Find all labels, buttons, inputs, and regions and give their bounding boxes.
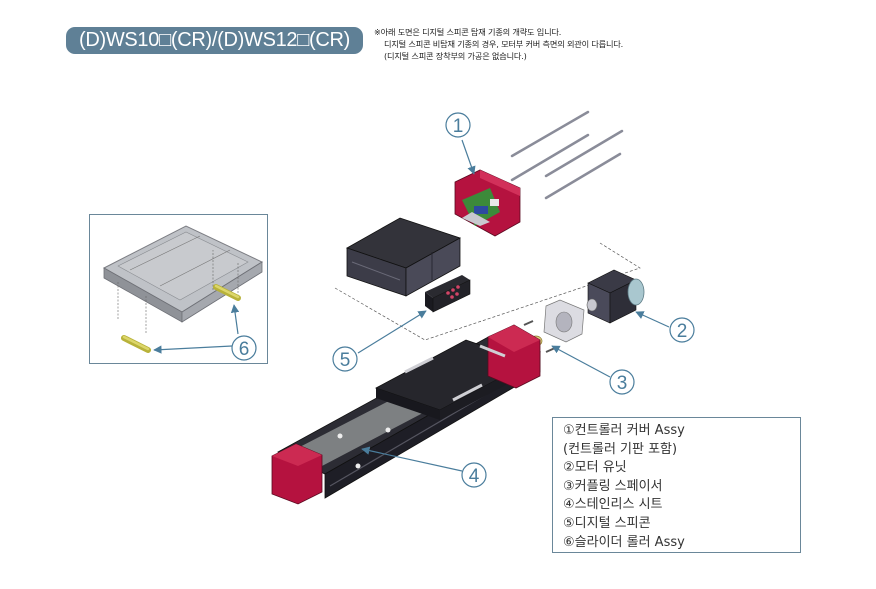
callout-3-label: 3 (617, 373, 628, 394)
callout-6-label: 6 (239, 339, 250, 360)
callout-4: 4 (461, 462, 487, 488)
motor-cover-box (346, 217, 461, 297)
callout-2-label: 2 (677, 321, 688, 342)
slider-roller-upper (213, 284, 241, 301)
note-line-3: (디지털 스피콘 장착부의 가공은 없습니다.) (384, 51, 527, 61)
note-line-2: 디지털 스피콘 비탑재 기종의 경우, 모터부 커버 측면의 외관이 다릅니다. (384, 39, 624, 49)
controller-cover-part (454, 169, 521, 237)
callout-2: 2 (669, 317, 695, 343)
callout-4-label: 4 (469, 466, 480, 487)
slider-inset-frame (89, 214, 268, 364)
callout-1-label: 1 (453, 116, 464, 137)
legend-item-stainless-sheet: ④스테인리스 시트 (563, 497, 663, 513)
slider-table-inset (102, 225, 264, 334)
slider-roller-lower (121, 335, 151, 353)
leader-lines (153, 139, 670, 472)
motor-unit-part (586, 269, 645, 324)
model-title-badge: (D)WS10□(CR)/(D)WS12□(CR) (66, 27, 363, 54)
assembly-guide-line (334, 242, 641, 341)
legend-item-controller-cover: ①컨트롤러 커버 Assy (563, 423, 685, 438)
tie-rods (510, 110, 624, 200)
drawing-note: ※아래 도면은 디지털 스피콘 탑재 기종의 개략도 입니다. 디지털 스피콘 … (374, 26, 623, 62)
coupling-spacer-part (543, 299, 585, 343)
legend-item-controller-board-note: (컨트롤러 기판 포함) (563, 441, 678, 457)
legend-item-coupling-spacer: ③커플링 스페이서 (563, 478, 663, 494)
callout-6: 6 (231, 335, 257, 361)
callout-1: 1 (445, 112, 471, 138)
legend-item-slider-roller: ⑥슬라이더 롤러 Assy (563, 534, 685, 550)
legend-item-digital-spicon: ⑤디지털 스피콘 (563, 515, 651, 531)
callout-3: 3 (609, 369, 635, 395)
callout-5: 5 (332, 346, 358, 372)
actuator-body (271, 324, 541, 505)
legend-item-motor-unit: ②모터 유닛 (563, 460, 627, 476)
digital-spicon-part (425, 275, 471, 313)
parts-legend: ①컨트롤러 커버 Assy (컨트롤러 기판 포함) ②모터 유닛 ③커플링 스… (552, 417, 801, 553)
note-line-1: ※아래 도면은 디지털 스피콘 탑재 기종의 개략도 입니다. (374, 27, 562, 37)
callout-5-label: 5 (340, 350, 351, 371)
